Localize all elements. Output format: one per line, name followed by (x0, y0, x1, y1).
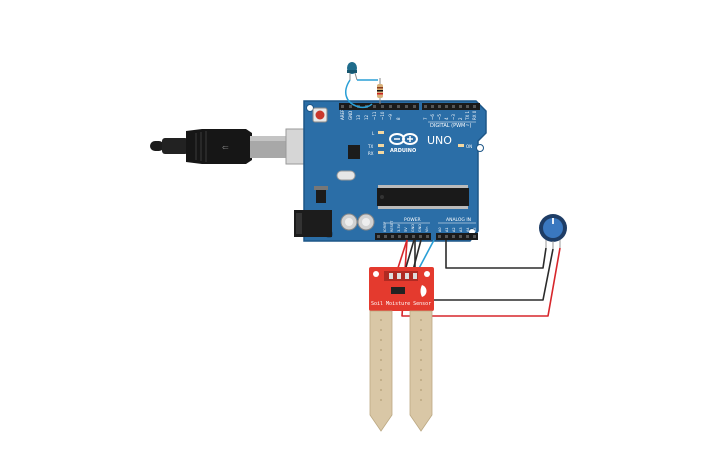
sensor-logo-icon (420, 285, 427, 297)
pin-label: A3 (459, 227, 463, 232)
capacitors (340, 213, 375, 231)
digital-label: DIGITAL (PWM~) (430, 123, 472, 129)
model-label: UNO (427, 134, 452, 147)
pin-label: A0 (438, 227, 442, 232)
potentiometer[interactable] (539, 214, 567, 249)
usb-chip (348, 145, 360, 159)
crystal (336, 170, 356, 181)
power-jack (294, 210, 332, 237)
pin-label: ~5 (437, 114, 442, 120)
led[interactable] (347, 62, 358, 81)
pin-label: GND (348, 111, 353, 120)
pin-label: ~9 (388, 114, 393, 120)
pin-label: 7 (423, 117, 428, 120)
resistor[interactable] (377, 78, 383, 104)
usb-cable[interactable]: ⇐ (150, 128, 305, 165)
atmega-chip (377, 185, 469, 209)
pin-label: A4 (466, 227, 470, 232)
voltage-regulator (316, 189, 326, 203)
pin-label: A5 (473, 227, 477, 232)
sensor-label: Soil Moisture Sensor (371, 301, 431, 307)
pin-label: RESET (390, 220, 394, 232)
pin-label: 13 (356, 114, 361, 120)
pin-label: GND (411, 224, 415, 232)
arduino-logo-icon (389, 133, 418, 145)
analog-label: ANALOG IN (446, 217, 471, 223)
led-label-l: L (372, 131, 375, 136)
analog-pin-labels: A0 A1 A2 A3 A4 A5 (438, 227, 477, 232)
led-label-on: ON (466, 144, 472, 149)
sensor-probe-right (409, 310, 433, 432)
soil-moisture-sensor[interactable]: Soil Moisture Sensor (369, 267, 434, 432)
pin-label: ~3 (451, 114, 456, 120)
pin-label: 8 (396, 117, 401, 120)
pin-label: 3.3V (397, 223, 401, 232)
power-pin-labels: IOREF RESET 3.3V 5V GND GND Vin (383, 220, 429, 232)
pin-label: ~10 (380, 111, 385, 120)
pin-label: 5V (404, 227, 408, 232)
power-header[interactable] (375, 233, 431, 240)
pin-label: AREF (340, 109, 345, 120)
power-label: POWER (404, 217, 421, 223)
pin-label: 12 (364, 114, 369, 120)
status-leds: L TX RX ON (367, 131, 472, 156)
pin-label: GND (418, 224, 422, 232)
usb-symbol-icon: ⇐ (222, 143, 229, 152)
pin-label: RX 0 (472, 110, 477, 120)
reset-button[interactable] (312, 107, 328, 123)
pin-label: A2 (452, 227, 456, 232)
pin-label: ~6 (430, 114, 435, 120)
analog-header[interactable] (436, 233, 478, 240)
arduino-uno-board[interactable]: DIGITAL (PWM~) AREF GND 13 12 ~11 ~10 ~9… (294, 100, 487, 242)
digital-pin-labels: AREF GND 13 12 ~11 ~10 ~9 8 7 ~6 ~5 4 ~3… (340, 109, 477, 121)
pin-label: IOREF (383, 222, 387, 232)
led-label-rx: RX (368, 151, 374, 156)
pin-label: TX 1 (465, 111, 470, 121)
sensor-probe-left (369, 310, 393, 432)
brand-label: ARDUINO (390, 148, 416, 154)
led-label-tx: TX (367, 144, 373, 149)
pin-label: A1 (445, 227, 449, 232)
pin-label: 4 (444, 117, 449, 120)
pin-label: ~11 (372, 111, 377, 120)
pin-label: 2 (458, 117, 463, 120)
pin-label: Vin (425, 226, 429, 232)
led-wires[interactable] (345, 79, 378, 109)
